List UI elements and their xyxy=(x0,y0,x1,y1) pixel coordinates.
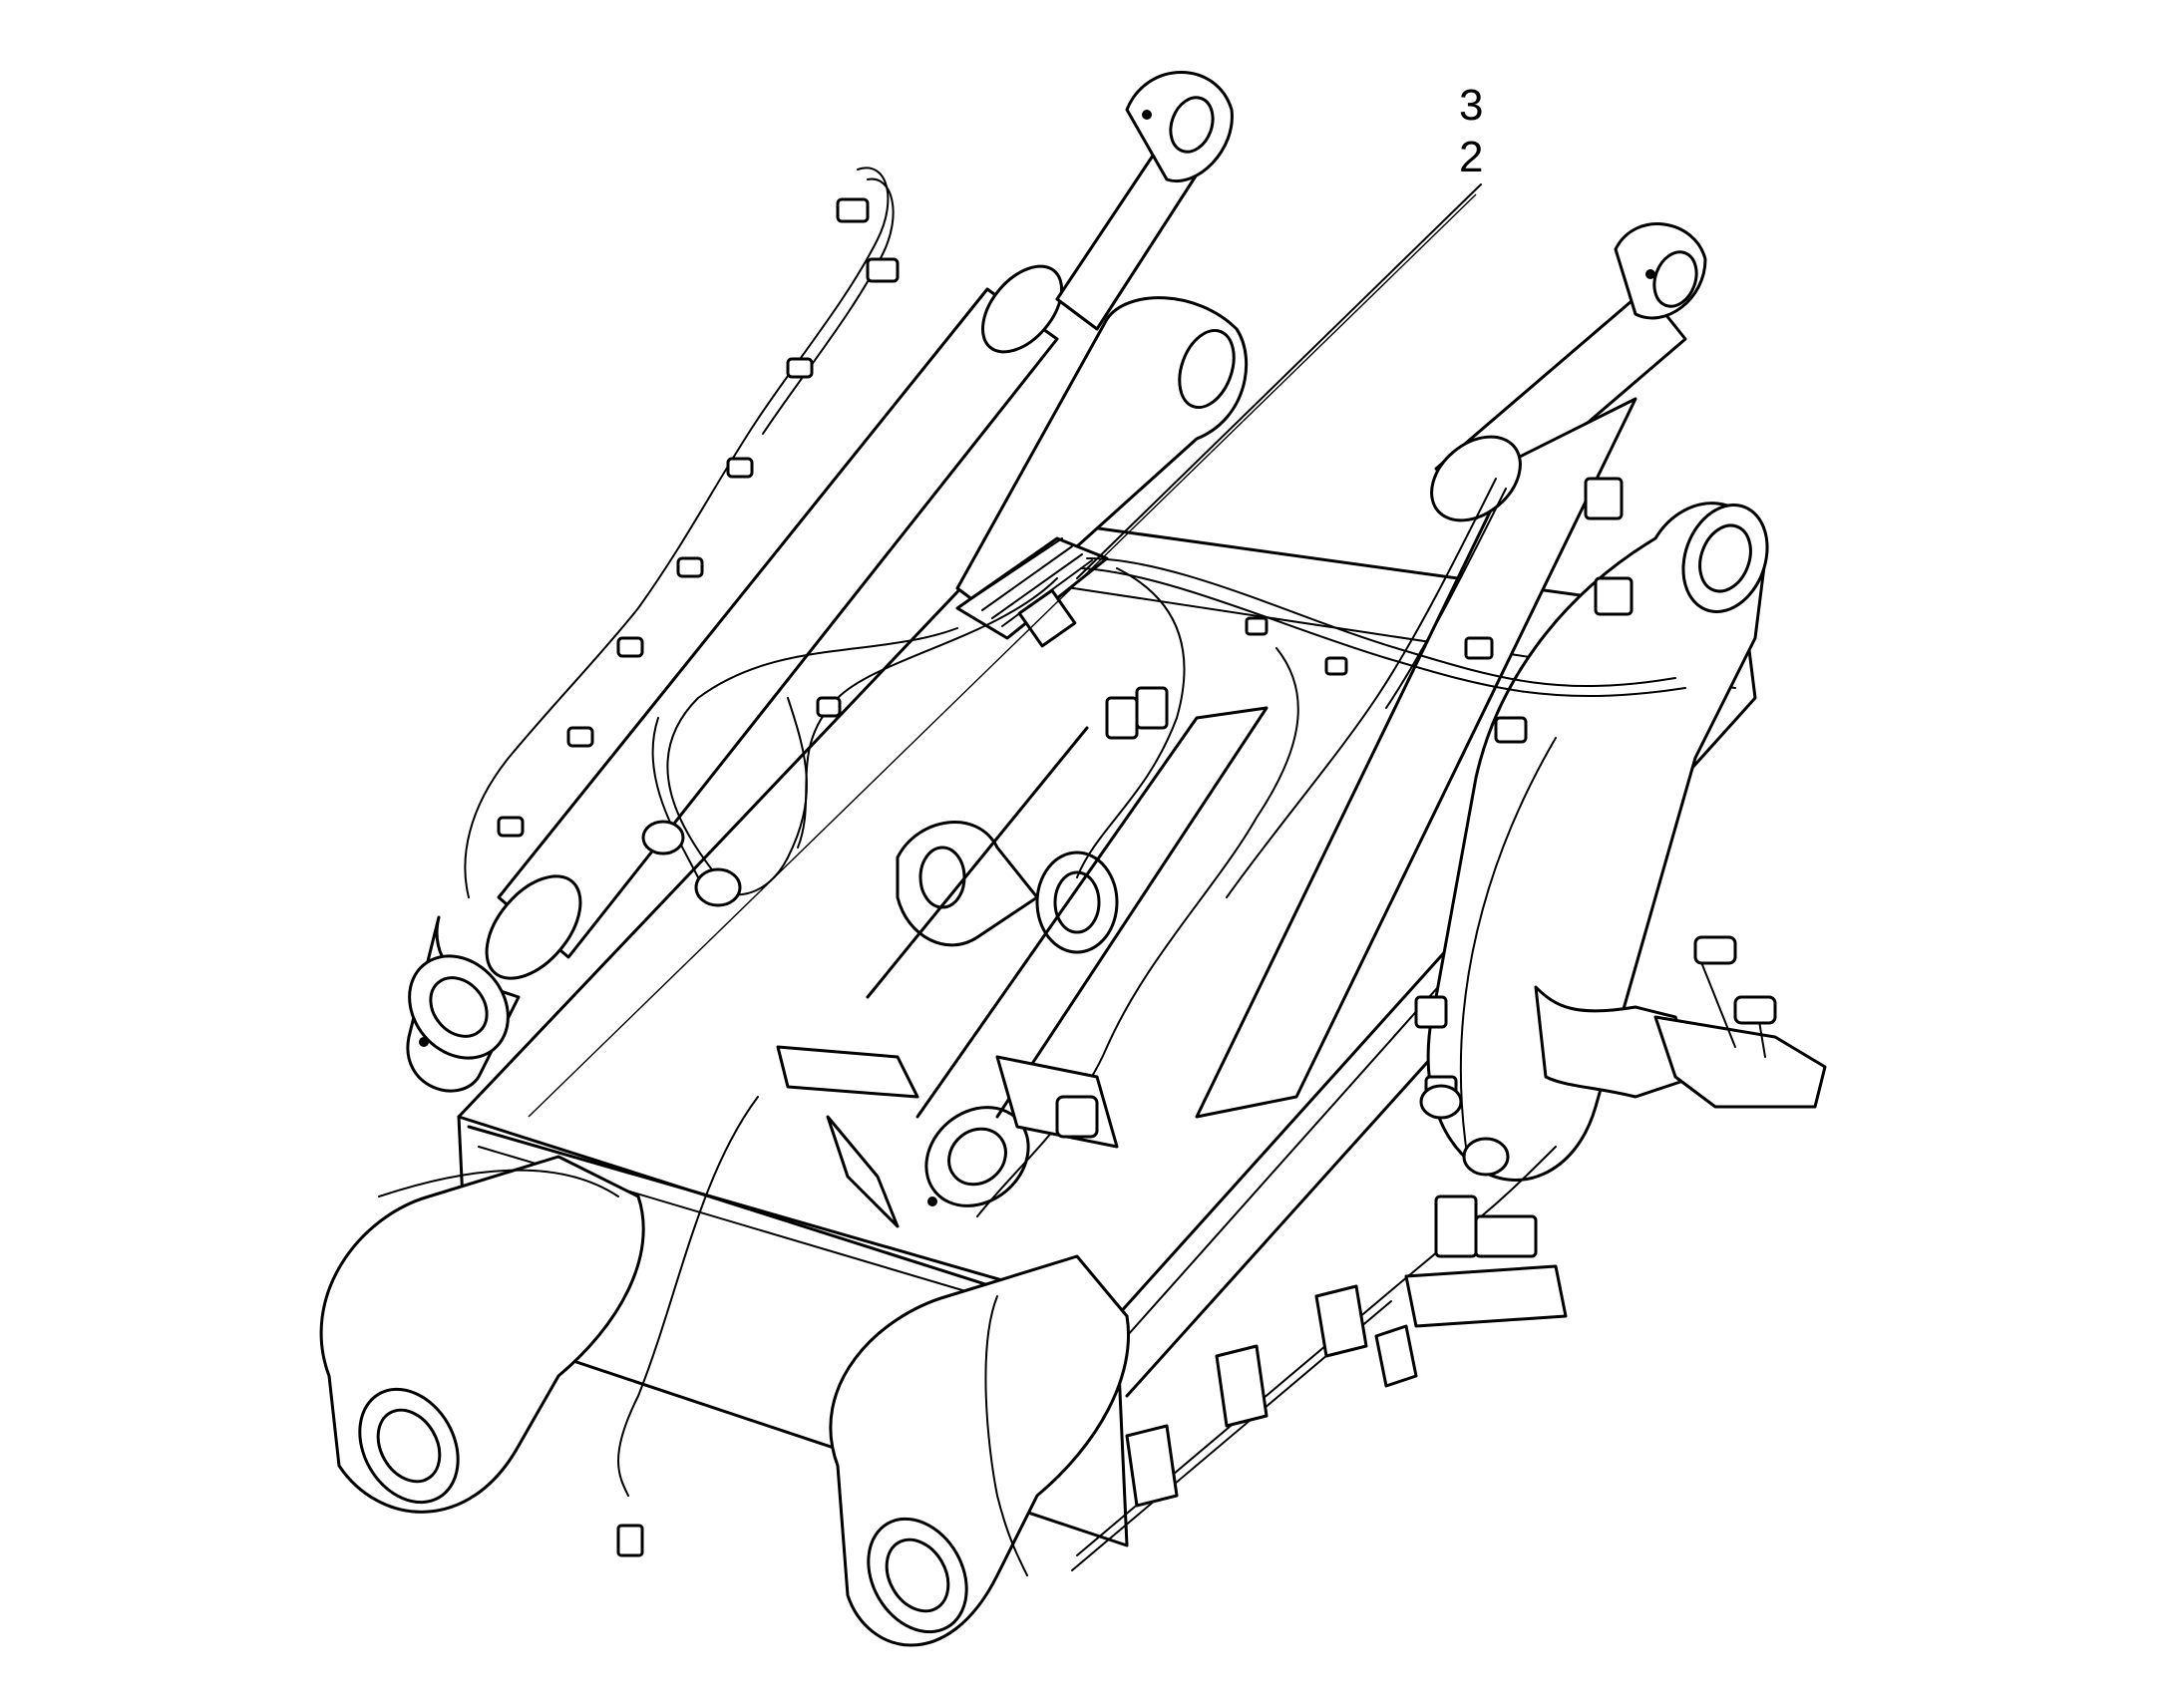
right-boom-arm xyxy=(829,1254,1130,1647)
callout-label-3: 3 xyxy=(1459,81,1483,130)
leader-line-3 xyxy=(1076,183,1482,579)
tilt-link xyxy=(866,296,1269,1119)
left-lift-cylinder xyxy=(406,71,1234,1093)
lower-fittings xyxy=(616,1045,1568,1557)
leader-line-2 xyxy=(528,193,1477,1118)
left-boom-arm xyxy=(319,1155,645,1514)
right-lift-cylinder xyxy=(924,222,1707,1207)
rear-mounting-brackets xyxy=(1125,1284,1418,1508)
harness-clips xyxy=(497,197,1634,1177)
callout-label-2: 2 xyxy=(1459,133,1483,181)
rear-bracket xyxy=(1534,935,1827,1109)
callout-leaders xyxy=(528,183,1482,1118)
